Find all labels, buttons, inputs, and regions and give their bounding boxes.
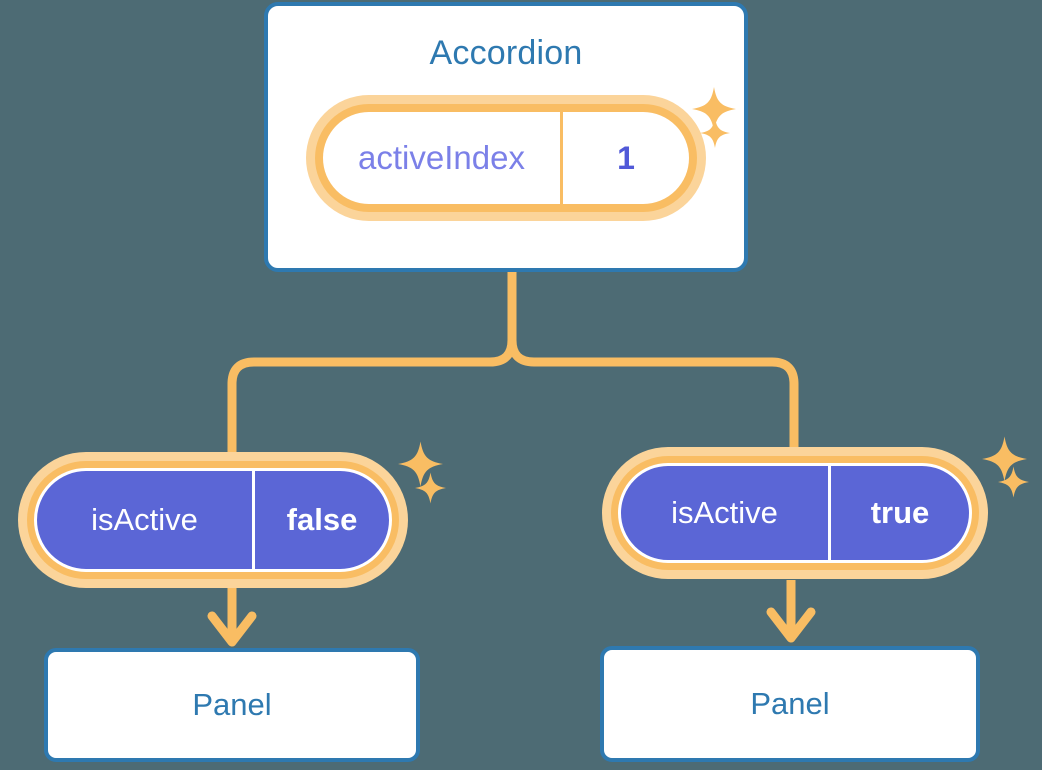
sparkle-icon: [415, 472, 446, 504]
sparkle-icon: [398, 441, 443, 487]
sparkle-icon: [998, 466, 1029, 498]
sparkle-icon: [982, 436, 1027, 482]
state-key-label: isActive: [37, 471, 255, 569]
state-pill-is-active-false[interactable]: isActive false: [18, 452, 408, 588]
panel-title: Panel: [750, 686, 830, 721]
state-pill-ring: isActive false: [27, 461, 399, 579]
arrow-left-down: [207, 588, 257, 647]
state-pill-body: activeIndex 1: [323, 112, 689, 204]
panel-component-left[interactable]: Panel: [44, 648, 420, 762]
state-pill-active-index[interactable]: activeIndex 1: [306, 95, 706, 221]
state-pill-body: isActive true: [618, 463, 972, 563]
connector-left-branch: [227, 266, 517, 460]
state-key-label: activeIndex: [323, 112, 563, 204]
arrow-right-down: [766, 580, 816, 643]
panel-title: Panel: [192, 687, 272, 722]
panel-component-right[interactable]: Panel: [600, 646, 980, 762]
state-pill-body: isActive false: [34, 468, 392, 572]
state-pill-is-active-true[interactable]: isActive true: [602, 447, 988, 579]
connector-right-branch: [507, 266, 799, 457]
accordion-title: Accordion: [429, 34, 583, 72]
state-pill-ring: isActive true: [611, 456, 979, 570]
state-pill-ring: activeIndex 1: [315, 104, 697, 212]
state-key-label: isActive: [621, 466, 831, 560]
state-value-label: true: [870, 495, 930, 530]
state-value-label: false: [286, 502, 358, 537]
state-value-label: 1: [617, 139, 635, 176]
